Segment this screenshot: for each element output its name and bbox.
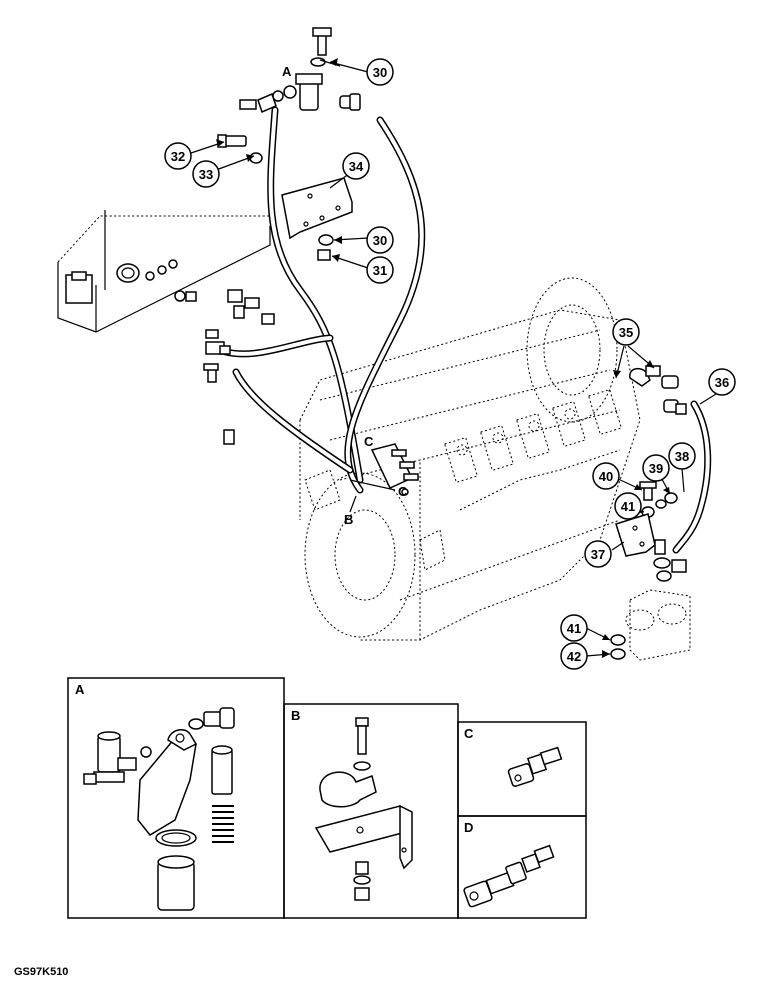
svg-text:31: 31: [373, 263, 387, 278]
callout-40: 40: [592, 462, 620, 490]
panel-a-letter: A: [75, 682, 85, 697]
svg-text:36: 36: [715, 375, 729, 390]
callout-38: 38: [668, 442, 696, 470]
svg-text:35: 35: [619, 325, 633, 340]
callout-35: 35: [612, 318, 640, 346]
panel-b: [283, 703, 459, 919]
callout-36: 36: [708, 368, 736, 396]
panel-c-letter: C: [464, 726, 474, 741]
callout-30-top: 30: [366, 58, 394, 86]
svg-text:42: 42: [567, 649, 581, 664]
callout-30-mid: 30: [366, 226, 394, 254]
panel-d-letter: D: [464, 820, 473, 835]
svg-text:32: 32: [171, 149, 185, 164]
letter-c-top: C: [364, 434, 374, 449]
filter-parts: [610, 365, 691, 661]
panel-b-parts: [314, 717, 413, 901]
svg-text:30: 30: [373, 233, 387, 248]
panel-a-parts: [83, 707, 235, 911]
figure-code: GS97K510: [14, 966, 69, 978]
location-letters: A B C C: [282, 64, 408, 527]
hose-clip: [223, 425, 269, 464]
callout-37: 37: [584, 540, 612, 568]
bolt-32: [217, 134, 263, 164]
letter-c-bottom: C: [398, 484, 408, 499]
pump-fittings: [349, 443, 419, 496]
svg-text:34: 34: [349, 159, 364, 174]
callouts: 30 32 33 34 30 31 35 36 40 39 38 41 37 4…: [164, 58, 736, 670]
fuel-tank: [57, 210, 271, 333]
letter-b: B: [344, 512, 353, 527]
leader-lines: [187, 58, 717, 658]
panel-d: [457, 815, 587, 919]
fuel-hoses: [222, 106, 712, 554]
panel-b-letter: B: [291, 708, 300, 723]
svg-text:40: 40: [599, 469, 613, 484]
bracket-34: [281, 177, 353, 261]
svg-text:37: 37: [591, 547, 605, 562]
callout-42: 42: [560, 642, 588, 670]
detail-panels: A B: [67, 677, 587, 919]
callout-31: 31: [366, 256, 394, 284]
callout-39: 39: [642, 454, 670, 482]
callout-41-upper: 41: [614, 492, 642, 520]
svg-text:39: 39: [649, 461, 663, 476]
panel-c-parts: [507, 746, 563, 787]
svg-text:38: 38: [675, 449, 689, 464]
svg-text:30: 30: [373, 65, 387, 80]
svg-text:41: 41: [567, 621, 581, 636]
lift-pump-assembly: [239, 27, 361, 114]
callout-32: 32: [164, 142, 192, 170]
svg-text:41: 41: [621, 499, 635, 514]
tank-fittings: [203, 289, 275, 383]
callout-41-lower: 41: [560, 614, 588, 642]
panel-d-parts: [463, 844, 555, 908]
svg-text:33: 33: [199, 167, 213, 182]
letter-a: A: [282, 64, 292, 79]
callout-33: 33: [192, 160, 220, 188]
engine-outline: [299, 277, 641, 641]
callout-34: 34: [342, 152, 370, 180]
